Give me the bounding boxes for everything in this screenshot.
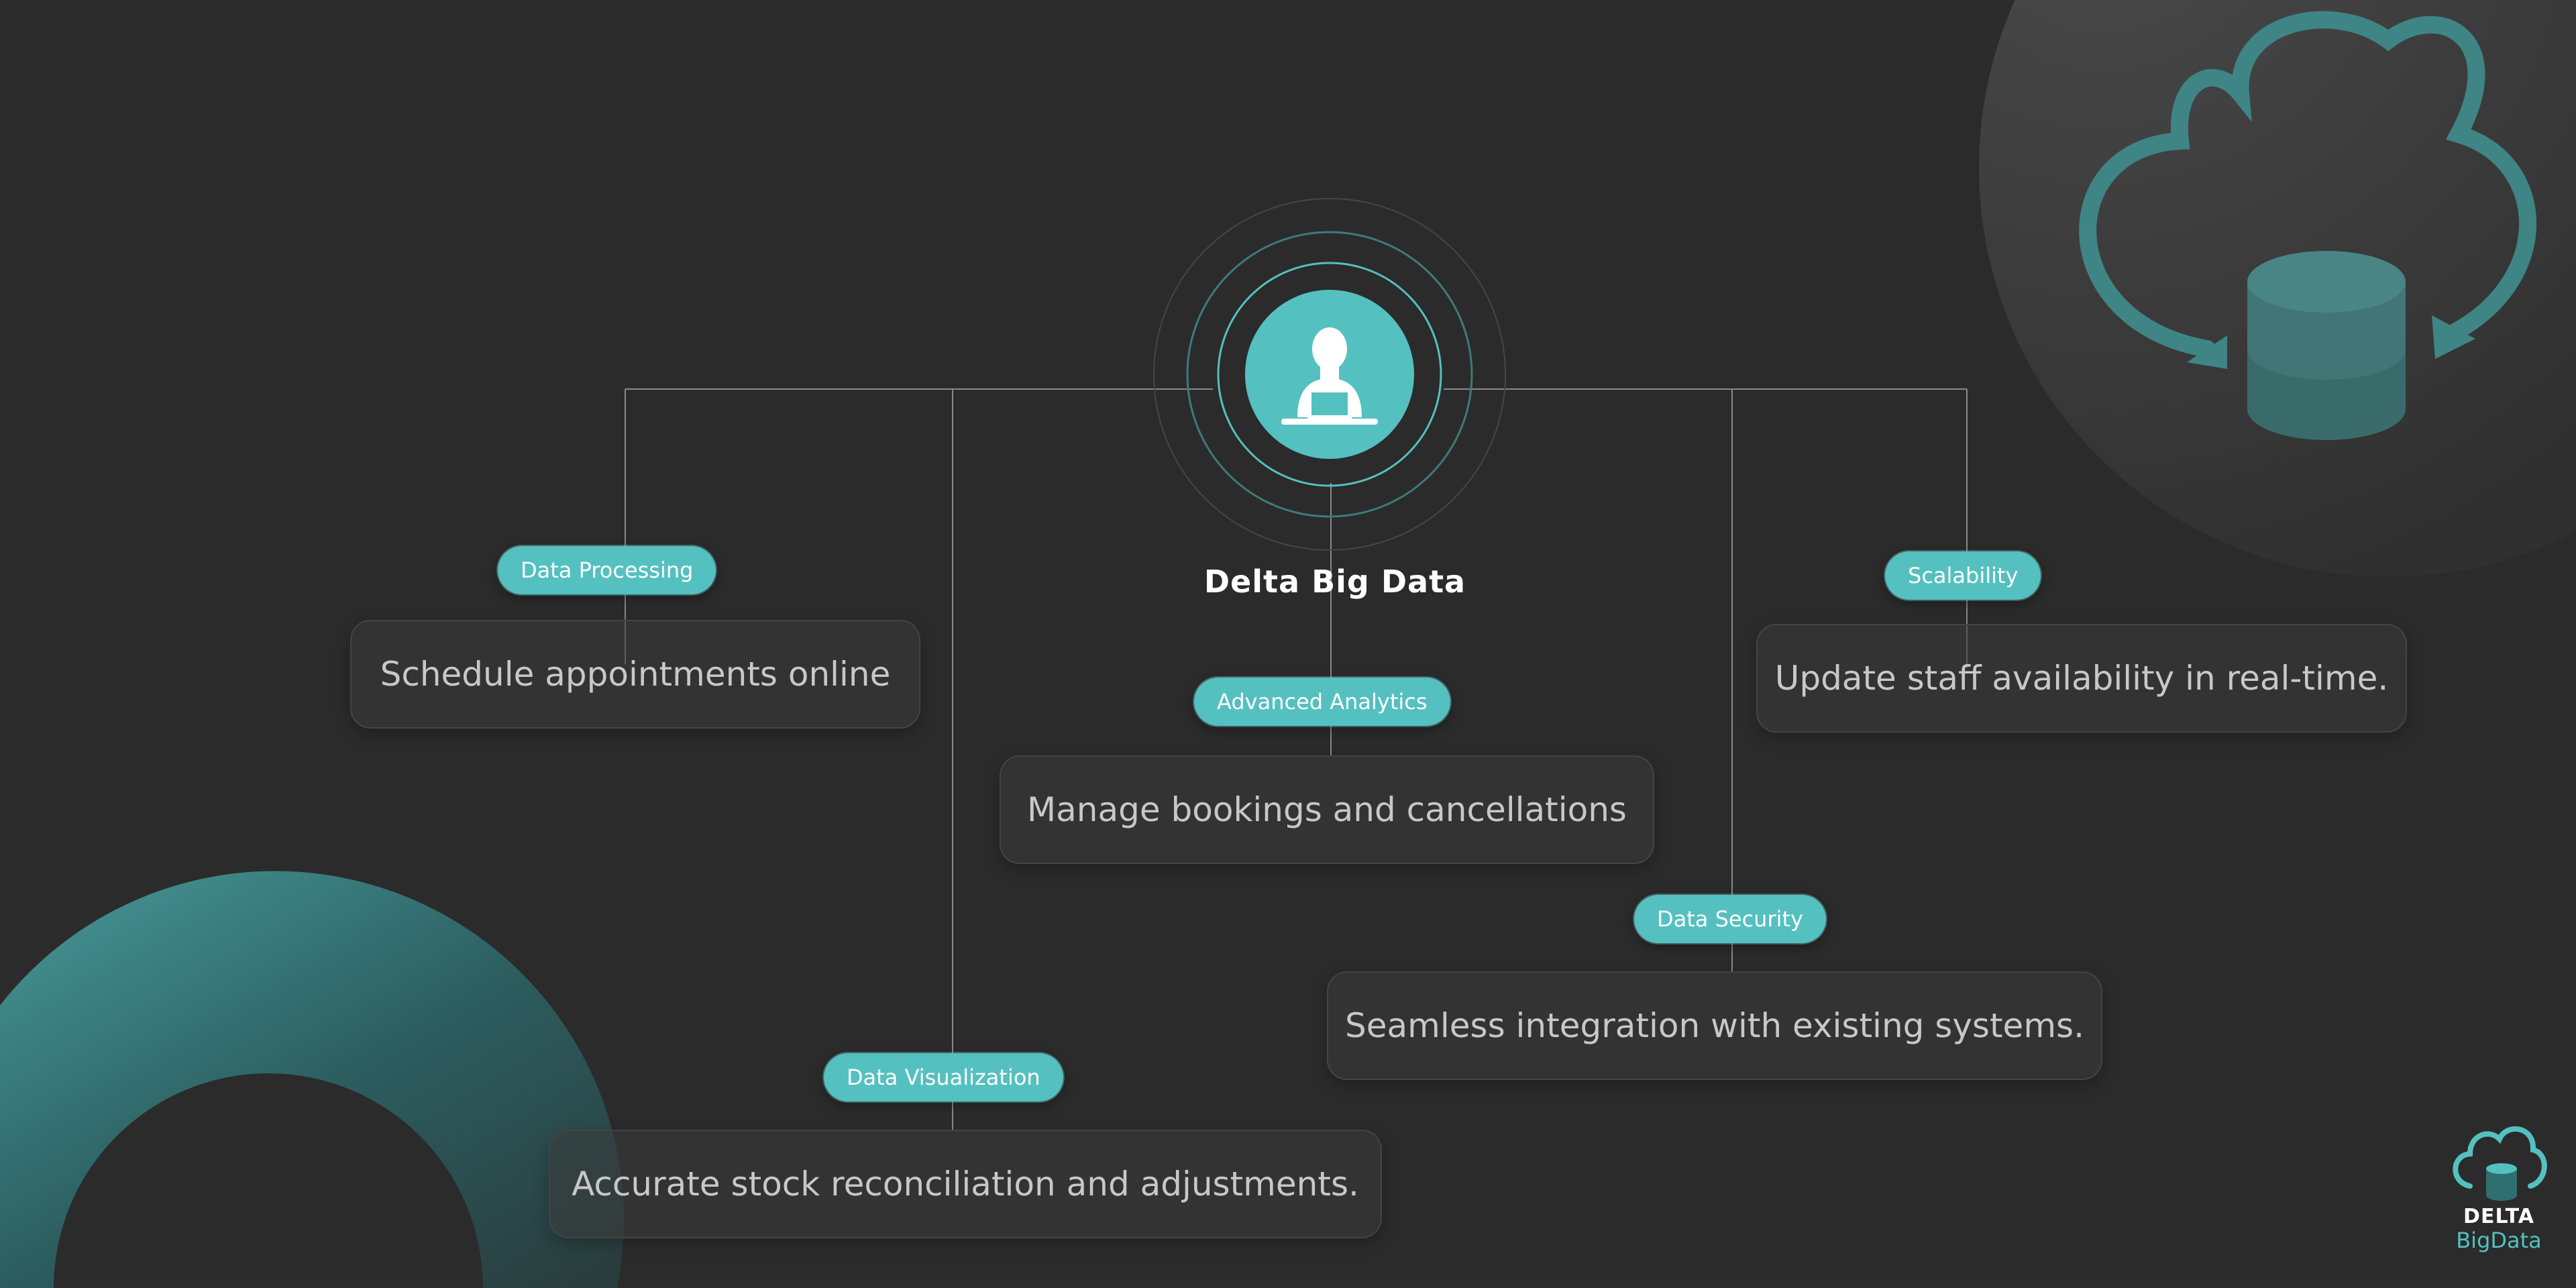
tag-advanced-analytics: Advanced Analytics (1194, 678, 1450, 726)
logo-text-secondary: BigData (2456, 1228, 2542, 1253)
card-staff-availability: Update staff availability in real-time. (1756, 624, 2407, 733)
card-stock-reconciliation: Accurate stock reconciliation and adjust… (549, 1130, 1382, 1238)
arrow-left-icon (2187, 335, 2227, 369)
hub-ring-outer (1153, 198, 1506, 551)
center-hub (1245, 290, 1414, 459)
cloud-database-icon (2453, 1126, 2547, 1201)
hub-ring-inner (1217, 262, 1442, 487)
brand-logo: DELTA BigData (2442, 1122, 2556, 1256)
person-at-laptop-icon (1281, 327, 1378, 425)
tag-scalability: Scalability (1885, 551, 2041, 600)
card-seamless-integration: Seamless integration with existing syste… (1327, 971, 2102, 1080)
bottom-left-ring (0, 871, 624, 1288)
tag-data-security: Data Security (1634, 895, 1826, 943)
tag-data-visualization: Data Visualization (824, 1053, 1063, 1102)
database-icon (2247, 251, 2406, 440)
center-title: Delta Big Data (1203, 564, 1466, 600)
hub-ring-middle (1186, 231, 1473, 518)
cloud-sync-database-icon (2079, 11, 2536, 358)
card-schedule-appointments: Schedule appointments online (350, 620, 920, 729)
arrow-right-icon (2432, 315, 2475, 359)
card-manage-bookings: Manage bookings and cancellations (1000, 755, 1654, 864)
logo-text-primary: DELTA (2463, 1205, 2534, 1228)
tag-data-processing: Data Processing (498, 546, 716, 594)
